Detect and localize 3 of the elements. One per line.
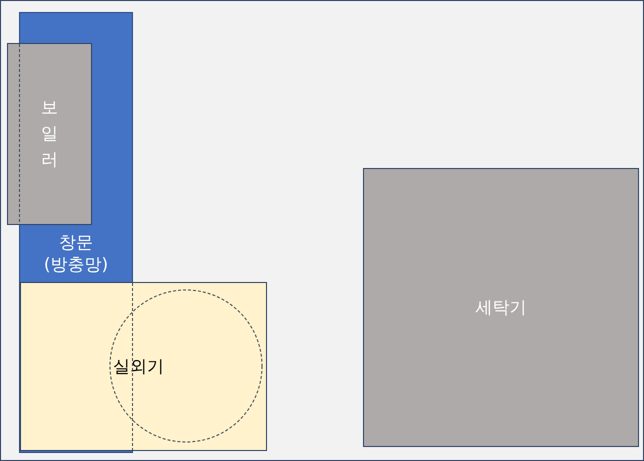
boiler-box: 보일러 — [7, 43, 92, 225]
outdoor-unit-box: 실외기 — [20, 282, 267, 451]
washing-machine-box: 세탁기 — [363, 168, 639, 447]
